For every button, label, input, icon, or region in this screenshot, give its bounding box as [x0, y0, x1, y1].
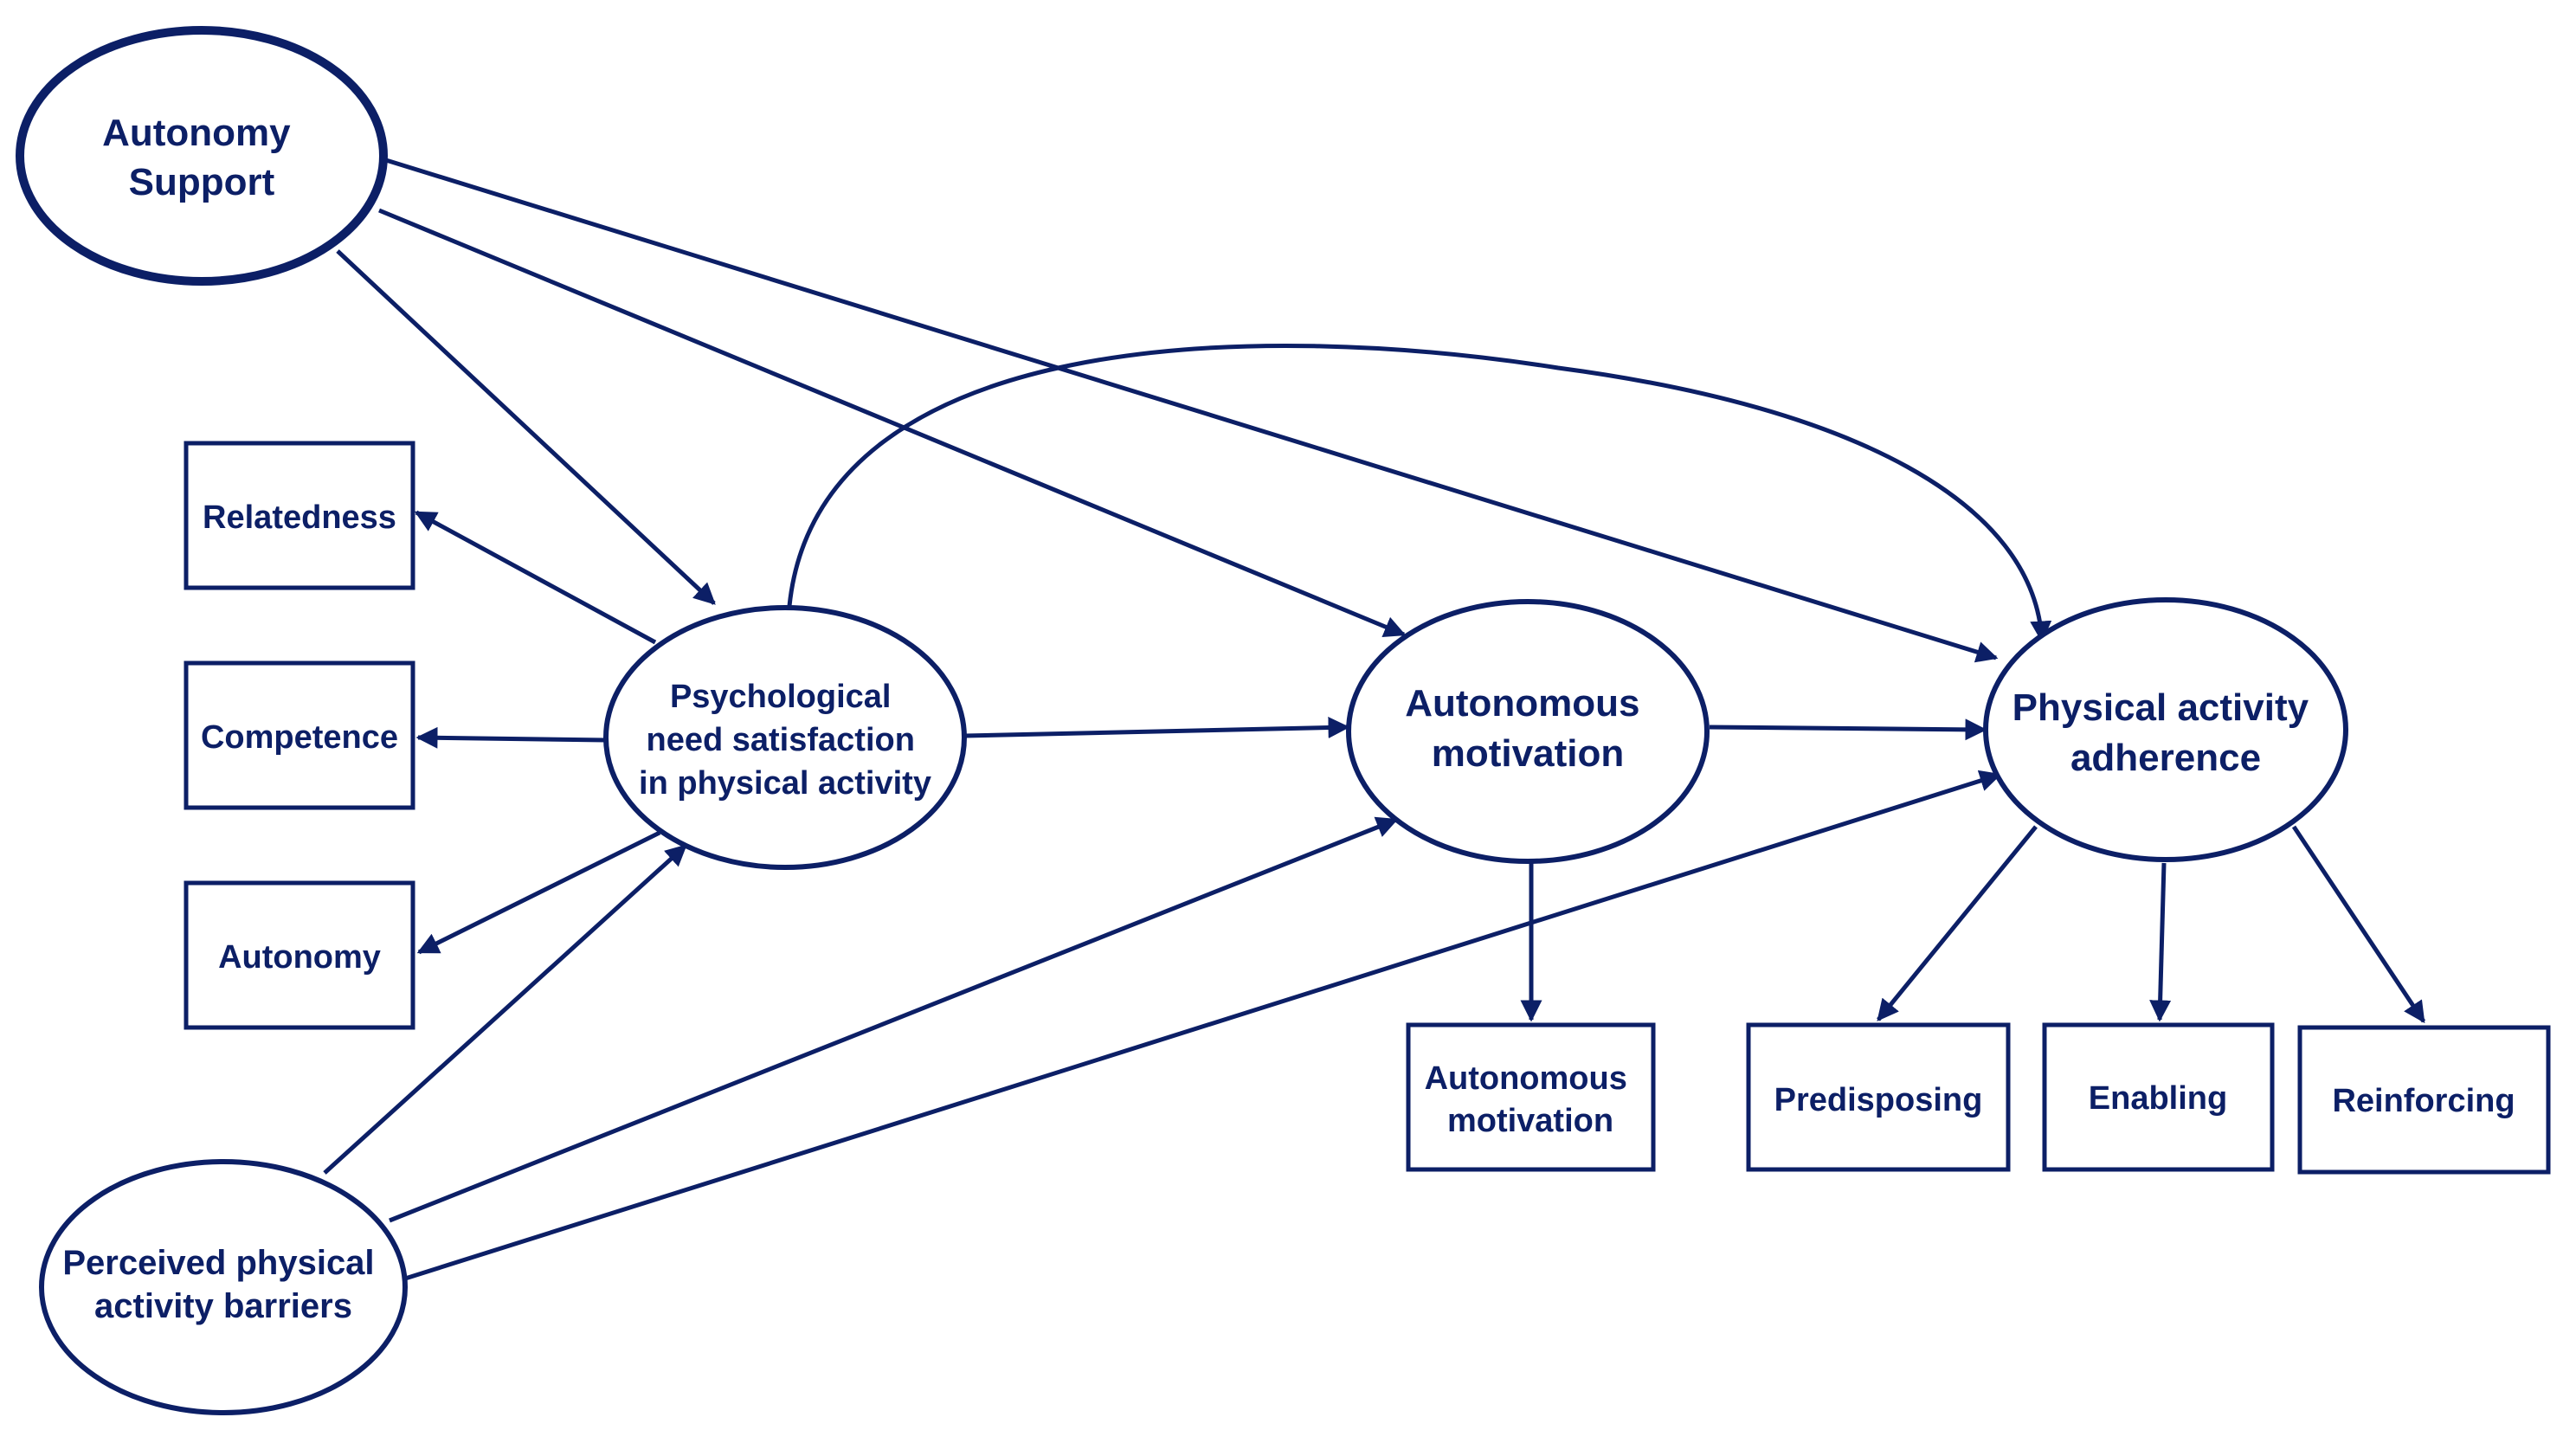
- indicator-reinforcing-label: Reinforcing: [2332, 1083, 2515, 1119]
- edge-need-satisfaction-to-pa-adherence-curve: [787, 343, 2052, 643]
- indicator-autonomous-motivation-box: [1406, 1022, 1656, 1172]
- need-satisfaction-label-line1: Psychological: [670, 679, 892, 715]
- svg-text:Perceived physical activ: Perceived physical activity barriers: [62, 1244, 383, 1325]
- autonomy-support-label-line2: Support: [129, 161, 275, 203]
- indicator-relatedness-label: Relatedness: [203, 499, 396, 536]
- indicator-reinforcing-box: [2297, 1025, 2551, 1175]
- latent-autonomous-motivation-ellipse: [1346, 599, 1710, 864]
- edge-need-satisfaction-to-autonomy: [416, 830, 661, 955]
- indicator-autonomous-motivation: Autonomous motivation: [1406, 1022, 1656, 1172]
- indicator-autonomous-motivation-line2: motivation: [1447, 1103, 1613, 1139]
- indicator-autonomy-box: [184, 880, 415, 1030]
- edge-need-satisfaction-to-relatedness: [414, 510, 657, 645]
- edge-need-satisfaction-to-competence: [415, 726, 607, 749]
- edge-autonomy-support-to-pa-adherence: [385, 158, 1999, 663]
- indicator-predisposing-box: [1746, 1022, 2011, 1172]
- indicator-relatedness-box: [184, 441, 415, 590]
- indicator-reinforcing: Reinforcing: [2297, 1025, 2551, 1175]
- autonomous-motivation-label-line2: motivation: [1432, 732, 1624, 775]
- latent-pa-adherence-ellipse: [1983, 597, 2348, 862]
- edge-pa-adherence-to-enabling: [2149, 862, 2172, 1022]
- latent-barriers-ellipse: [39, 1159, 408, 1415]
- indicator-predisposing: Predisposing: [1746, 1022, 2011, 1172]
- pa-adherence-label-line1: Physical activity: [2012, 686, 2309, 729]
- edge-autonomy-support-to-need-satisfaction: [336, 249, 716, 605]
- indicator-enabling-box: [2042, 1022, 2275, 1172]
- edge-pa-adherence-to-reinforcing: [2291, 825, 2426, 1024]
- indicator-autonomous-motivation-line1: Autonomous: [1425, 1060, 1627, 1097]
- latent-autonomy-support: Autonomy Support: [16, 26, 388, 286]
- edge-barriers-to-need-satisfaction: [323, 844, 687, 1175]
- edge-pa-adherence-to-predisposing: [1877, 825, 2038, 1021]
- need-satisfaction-label-line2: need satisfaction: [647, 722, 915, 758]
- latent-pa-adherence: Physical activity adherence: [1983, 597, 2348, 862]
- edge-barriers-to-autonomous-motivation: [389, 816, 1399, 1223]
- indicator-competence: Competence: [184, 660, 415, 810]
- barriers-label-line2: activity barriers: [94, 1287, 352, 1325]
- need-satisfaction-label-line3: in physical activity: [639, 765, 931, 802]
- edges: [323, 158, 2426, 1282]
- autonomy-support-label-line1: Autonomy: [102, 112, 291, 154]
- indicator-competence-box: [184, 660, 415, 810]
- indicator-enabling: Enabling: [2042, 1022, 2275, 1172]
- latent-need-satisfaction-ellipse: [603, 605, 967, 870]
- indicator-competence-label: Competence: [201, 719, 398, 756]
- svg-text:Physical activity adhere: Physical activity adherence: [2012, 686, 2320, 779]
- autonomous-motivation-label-line1: Autonomous: [1405, 682, 1639, 725]
- indicator-autonomy: Autonomy: [184, 880, 415, 1030]
- latent-autonomous-motivation: Autonomous motivation: [1346, 599, 1710, 864]
- svg-text:Autonomous motivation: Autonomous motivation: [1405, 682, 1651, 775]
- pa-adherence-label-line2: adherence: [2070, 737, 2261, 779]
- edge-autonomy-support-to-autonomous-motivation: [378, 208, 1407, 637]
- edge-need-satisfaction-to-autonomous-motivation: [964, 717, 1350, 739]
- edge-autonomous-motivation-to-pa-adherence: [1709, 718, 1987, 741]
- barriers-label-line1: Perceived physical: [62, 1244, 374, 1282]
- latent-autonomy-support-ellipse: [16, 26, 388, 286]
- svg-text:Autonomy Support: Autonomy Support: [102, 112, 301, 203]
- indicator-relatedness: Relatedness: [184, 441, 415, 590]
- svg-text:Psychological need satis: Psychological need satisfaction in physi…: [639, 679, 931, 802]
- latent-barriers: Perceived physical activity barriers: [39, 1159, 408, 1415]
- svg-text:Autonomous motivation: Autonomous motivation: [1425, 1060, 1637, 1139]
- indicator-predisposing-label: Predisposing: [1774, 1082, 1983, 1118]
- latent-need-satisfaction: Psychological need satisfaction in physi…: [603, 605, 967, 870]
- indicator-autonomy-label: Autonomy: [218, 939, 381, 976]
- edge-barriers-to-pa-adherence: [402, 770, 2002, 1282]
- indicator-enabling-label: Enabling: [2089, 1080, 2227, 1117]
